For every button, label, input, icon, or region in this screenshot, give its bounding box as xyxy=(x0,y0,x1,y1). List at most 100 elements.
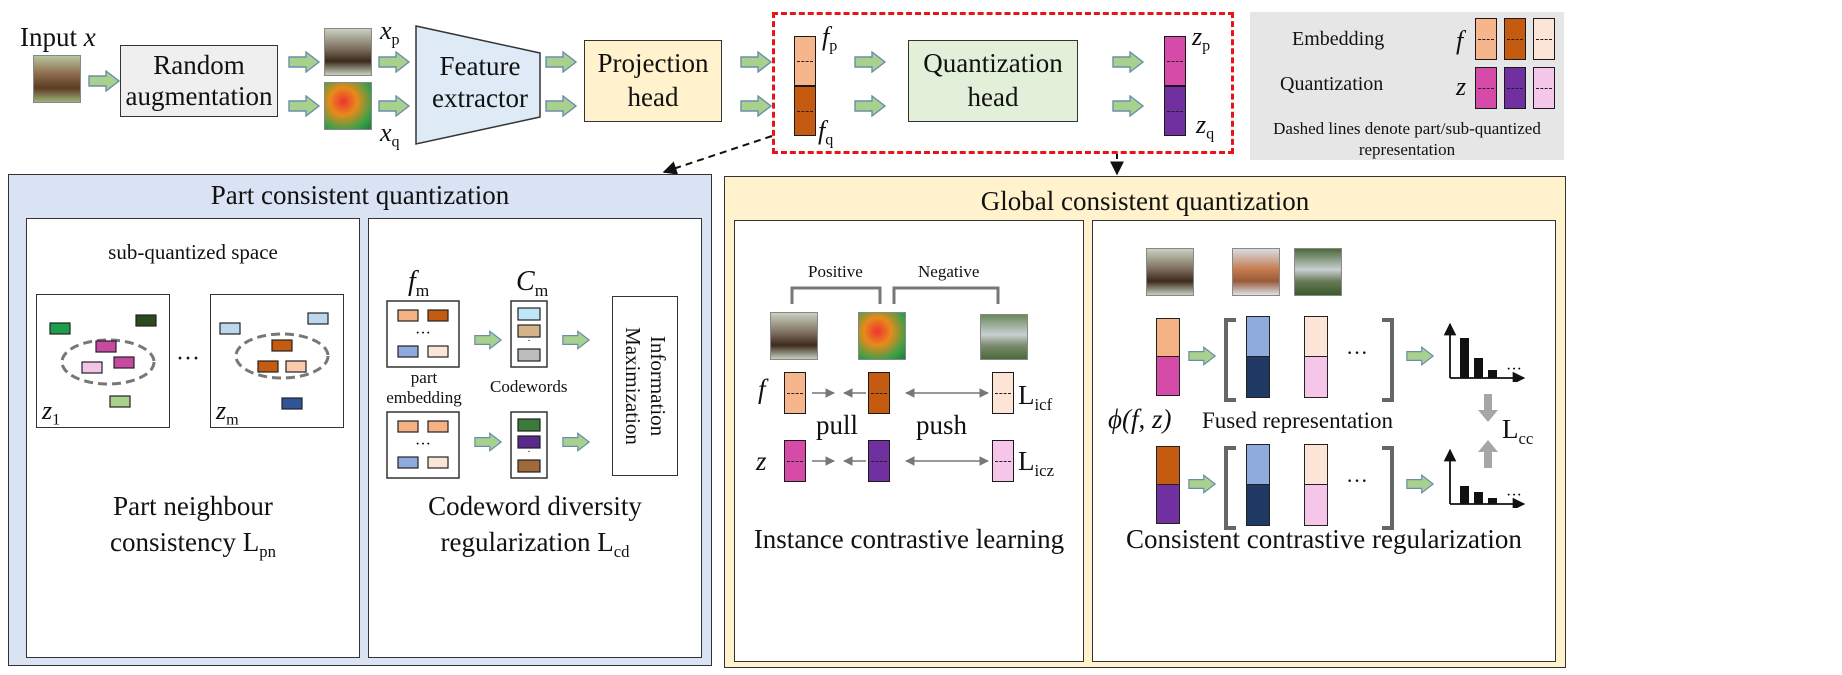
arrow-icon xyxy=(474,432,502,452)
similarity-histogram-top: ··· xyxy=(1444,322,1526,382)
licz-label: Licz xyxy=(1018,446,1055,480)
arrow-icon xyxy=(562,432,590,452)
ccr-horse-image-2 xyxy=(1232,248,1280,296)
ccr-bottom-col2-a xyxy=(1304,444,1328,486)
ic-z-anchor-icon xyxy=(784,440,806,482)
pair-brackets xyxy=(790,286,1000,304)
svg-text:·: · xyxy=(527,336,530,347)
subspace-clusters xyxy=(49,312,330,410)
licf-label: Licf xyxy=(1018,380,1053,414)
pull-label: pull xyxy=(816,410,859,440)
input-horse-image xyxy=(33,55,81,103)
lcc-arrows xyxy=(1478,394,1498,468)
arrow-icon xyxy=(1406,346,1434,366)
arrow-icon xyxy=(562,330,590,350)
positive-horse-image xyxy=(858,312,906,360)
arrow-icon xyxy=(1406,474,1434,494)
svg-text:···: ··· xyxy=(415,325,431,342)
ic-z-label: z xyxy=(756,446,767,476)
cm-label: Cm xyxy=(516,266,549,301)
negative-label: Negative xyxy=(918,262,980,281)
ccr-bottom-col2-b xyxy=(1304,484,1328,526)
embedding-fp-icon xyxy=(794,36,816,86)
instance-contrastive-label: Instance contrastive learning xyxy=(753,524,1065,554)
subspace-zm-box xyxy=(210,294,344,428)
part-embedding-grids: ··· ··· xyxy=(386,300,460,479)
legend-quantization-label: Quantization xyxy=(1280,73,1384,95)
codeword-diversity-label: Codeword diversity regularization Lcd xyxy=(428,491,642,562)
bracket-top xyxy=(1224,318,1394,402)
fp-label: fp xyxy=(822,22,838,55)
part-consistent-title: Part consistent quantization xyxy=(210,180,510,210)
push-label: push xyxy=(916,410,968,440)
phi-label: ϕ(f, z) xyxy=(1108,404,1172,434)
information-maximization-box xyxy=(612,296,678,476)
ccr-top-col1-b xyxy=(1246,356,1270,398)
pull-push-arrows xyxy=(812,388,989,466)
zm-label: zm xyxy=(216,396,239,429)
ic-f-label: f xyxy=(758,374,766,404)
legend-z-pink-icon xyxy=(1533,67,1555,109)
feature-extractor-trapezoid xyxy=(415,25,541,145)
legend-f-pale-icon xyxy=(1533,18,1555,60)
fq-label: fq xyxy=(818,116,834,149)
ccr-top-col2-a xyxy=(1304,316,1328,358)
quantized-zq-icon xyxy=(1164,86,1186,136)
subspace-z1-box xyxy=(36,294,170,428)
ccr-top-col1-a xyxy=(1246,316,1270,358)
part-neighbour-box xyxy=(26,218,360,658)
similarity-histogram-bottom: ··· xyxy=(1444,448,1526,508)
subspace-ellipsis: ··· xyxy=(176,346,200,372)
zp-label: zp xyxy=(1192,22,1211,55)
fm-label: fm xyxy=(408,266,430,301)
part-neighbour-consistency-label: Part neighbour consistency Lpn xyxy=(110,491,276,562)
legend-z-mag-icon xyxy=(1475,67,1497,109)
legend-z-purple-icon xyxy=(1504,67,1526,109)
ccr-bottom-ellipsis: ··· xyxy=(1346,468,1368,493)
consistent-contrastive-label: Consistent contrastive regularization xyxy=(1126,524,1522,554)
ccr-z-top-cell xyxy=(1156,446,1180,486)
arrow-icon xyxy=(1188,346,1216,366)
ic-f-negative-icon xyxy=(992,372,1014,414)
fused-representation-label: Fused representation xyxy=(1202,408,1393,433)
ic-z-negative-icon xyxy=(992,440,1014,482)
zq-label: zq xyxy=(1196,110,1215,143)
legend-embedding-label: Embedding xyxy=(1292,28,1385,50)
input-label: Input x xyxy=(20,22,96,52)
arrow-icon xyxy=(474,330,502,350)
positive-label: Positive xyxy=(808,262,863,281)
ic-z-positive-icon xyxy=(868,440,890,482)
svg-text:···: ··· xyxy=(1506,487,1522,504)
ccr-top-col2-b xyxy=(1304,356,1328,398)
svg-text:···: ··· xyxy=(1506,361,1522,378)
arrow-icon xyxy=(1188,474,1216,494)
ccr-z-bottom-cell xyxy=(1156,484,1180,524)
xq-label: xq xyxy=(380,118,400,151)
sub-quantized-space-label: sub-quantized space xyxy=(108,240,278,264)
quantized-zp-icon xyxy=(1164,36,1186,86)
quantization-region-outline xyxy=(772,12,1234,154)
codeword-grids: · · xyxy=(510,300,548,479)
embedding-fq-icon xyxy=(794,86,816,136)
svg-text:·: · xyxy=(527,447,530,458)
svg-text:···: ··· xyxy=(415,436,431,453)
ccr-top-ellipsis: ··· xyxy=(1346,340,1368,365)
negative-airplane-image xyxy=(980,314,1028,360)
ccr-f-top-cell xyxy=(1156,318,1180,358)
legend-f-light-icon xyxy=(1475,18,1497,60)
codewords-label: Codewords xyxy=(490,377,568,396)
xp-label: xp xyxy=(380,16,400,49)
ccr-bottom-col1-a xyxy=(1246,444,1270,486)
ic-f-anchor-icon xyxy=(784,372,806,414)
legend-f-label: f xyxy=(1456,26,1464,55)
ccr-bottom-col1-b xyxy=(1246,484,1270,526)
anchor-horse-image xyxy=(770,312,818,360)
legend-z-label: z xyxy=(1456,72,1467,101)
